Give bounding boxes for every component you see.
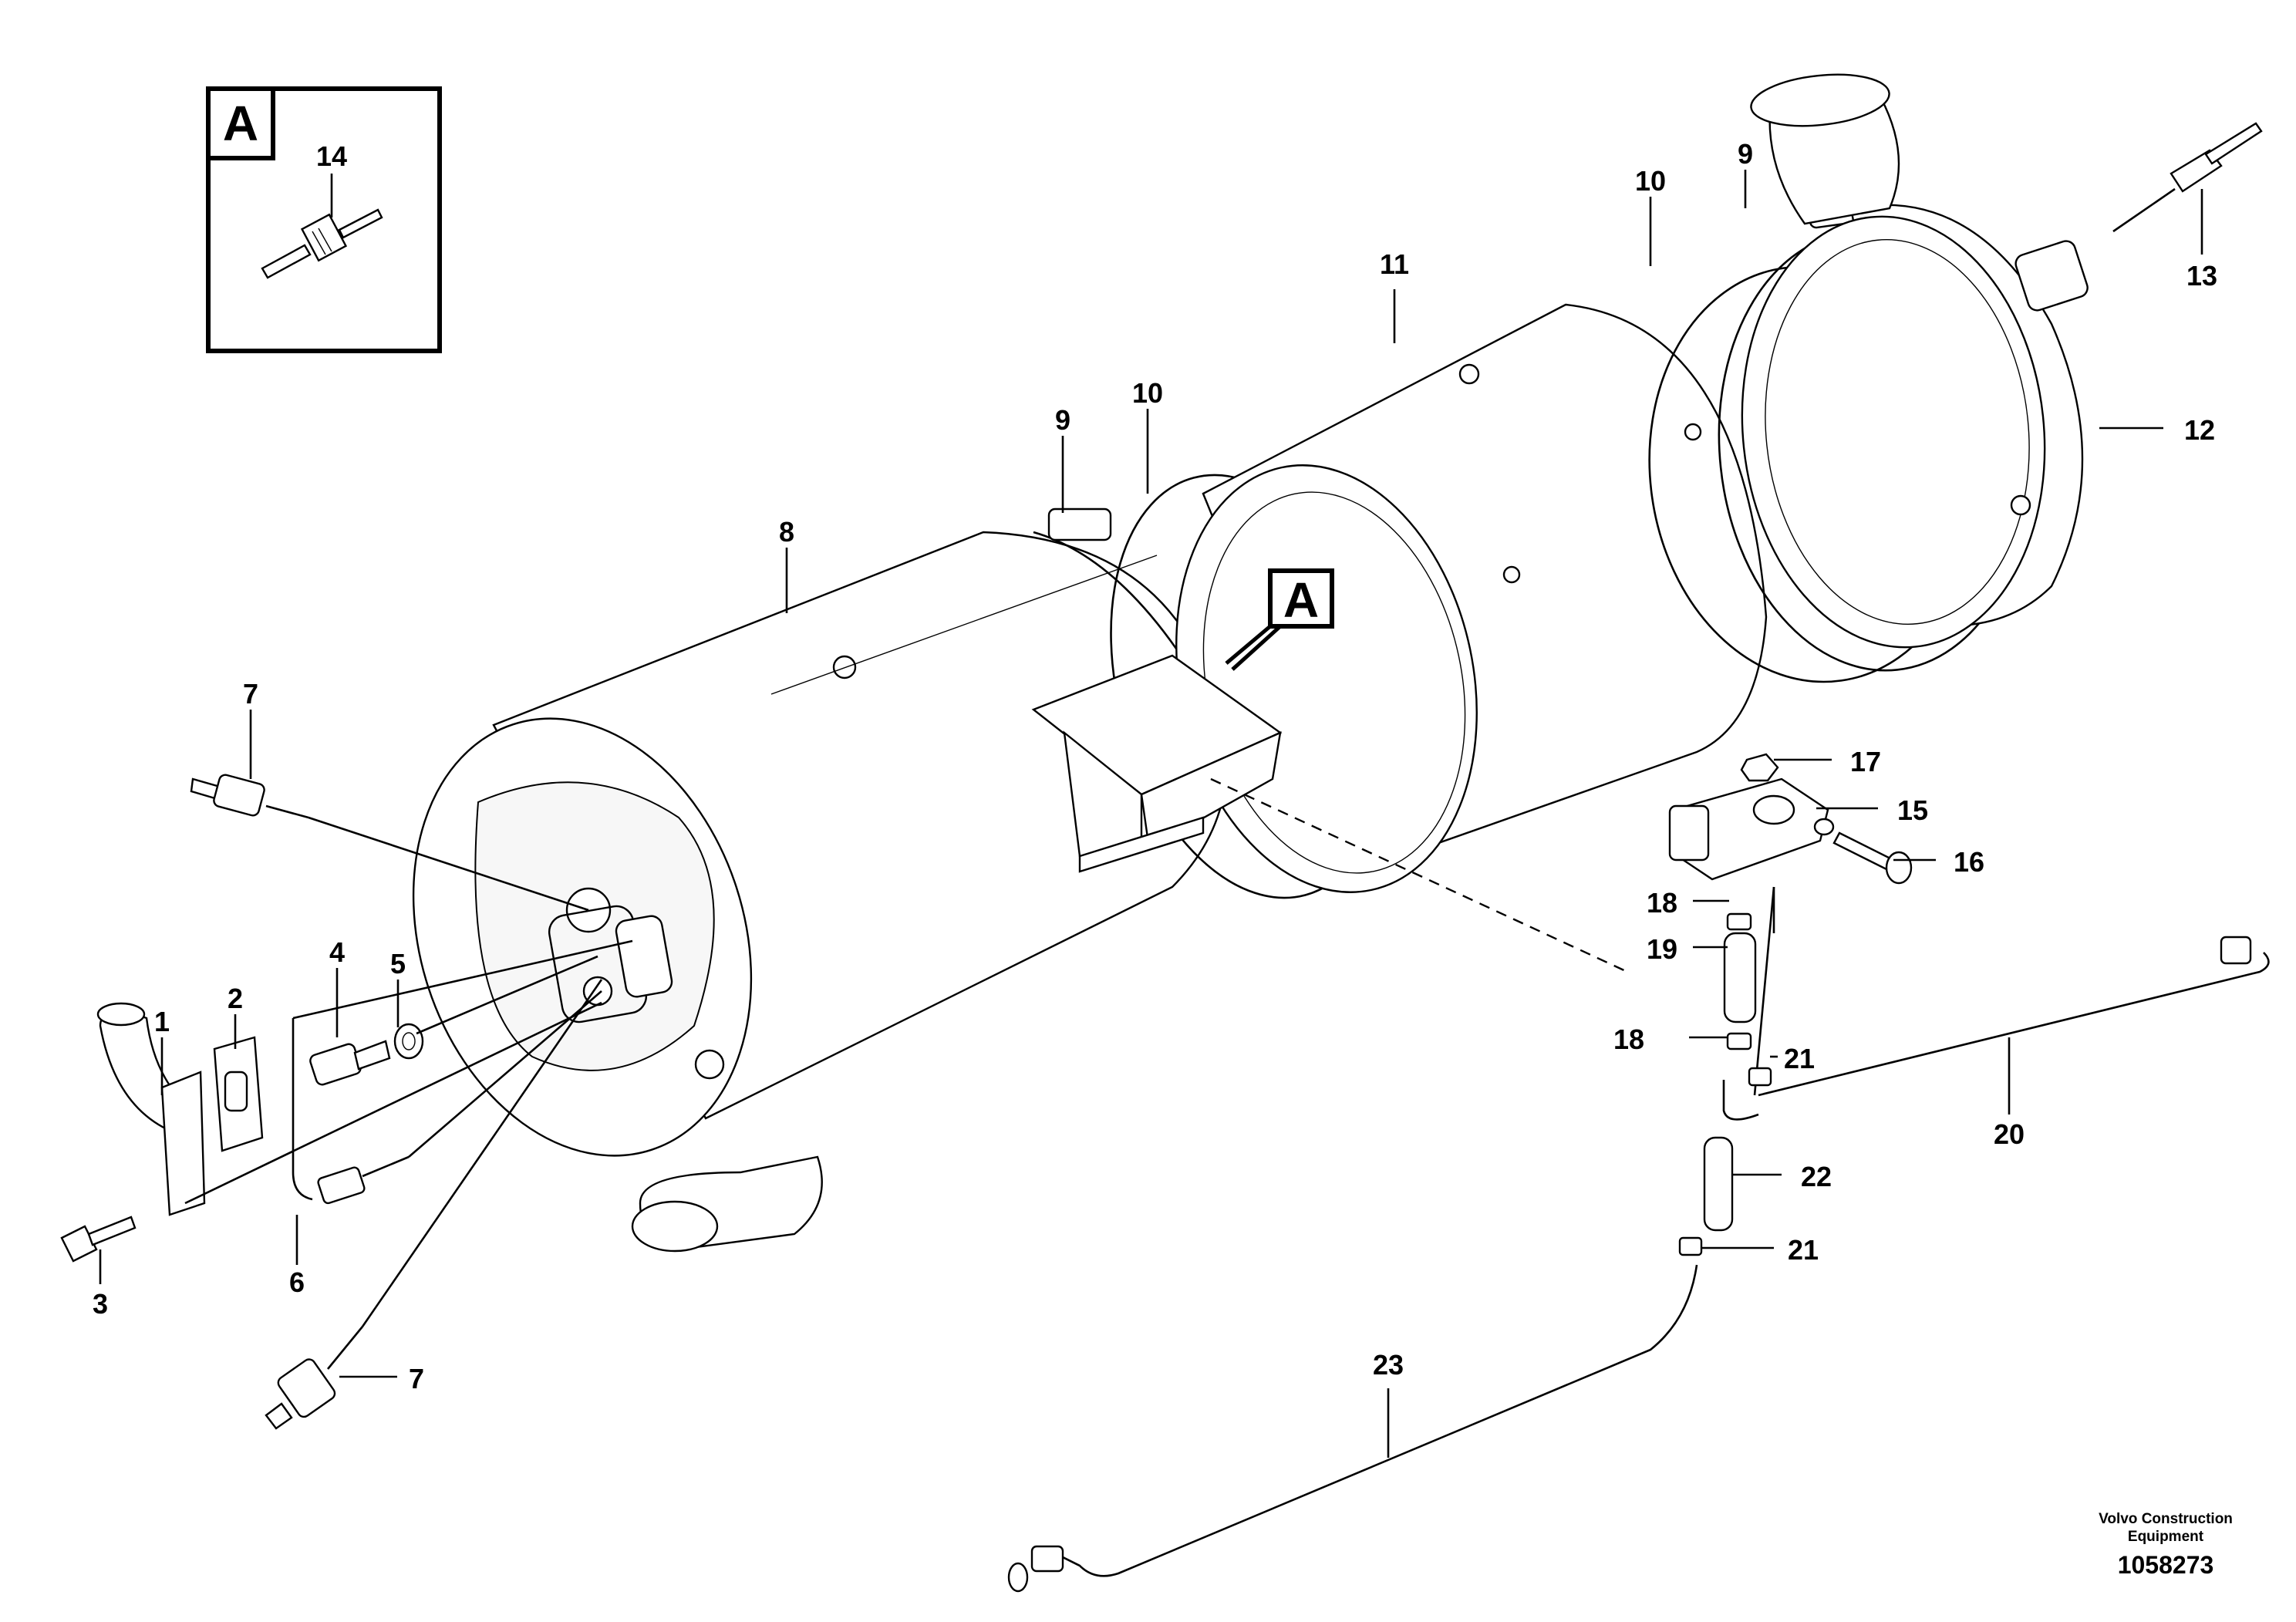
sensor-7-lower [265, 1326, 364, 1430]
hose-clamps-18 [1726, 912, 1752, 1050]
callout-3: 3 [93, 1288, 108, 1320]
callout-7-lower: 7 [409, 1363, 424, 1394]
brand-line-1: Volvo Construction [2099, 1511, 2233, 1527]
callout-18-lower: 18 [1613, 1023, 1644, 1055]
callout-21-lower: 21 [1788, 1234, 1819, 1266]
sensor-7-upper [190, 774, 309, 819]
callout-10-left: 10 [1132, 377, 1163, 409]
callout-leaders [99, 170, 2203, 1458]
mounting-bracket [1031, 654, 1283, 873]
callout-20: 20 [1994, 1118, 2025, 1150]
nut-17 [1740, 753, 1779, 782]
callout-8: 8 [779, 516, 794, 548]
callout-1: 1 [154, 1006, 170, 1037]
tube-23 [1007, 1264, 1698, 1593]
callout-13: 13 [2186, 260, 2217, 292]
callout-9-left: 9 [1055, 404, 1070, 436]
detail-marker-letter: A [1283, 572, 1319, 628]
callout-22: 22 [1801, 1161, 1832, 1192]
callout-23: 23 [1373, 1349, 1404, 1381]
callout-15: 15 [1897, 794, 1928, 826]
pressure-sensor-15 [1668, 777, 1835, 881]
callout-labels: 1 2 3 4 5 6 7 7 8 9 9 10 10 11 12 13 15 … [93, 138, 2217, 1394]
washer-5 [393, 1023, 424, 1060]
callout-18-upper: 18 [1647, 887, 1677, 919]
sensor-6 [292, 1018, 410, 1205]
callout-6: 6 [289, 1266, 305, 1298]
callout-17: 17 [1850, 746, 1881, 777]
callout-4: 4 [329, 936, 345, 968]
end-cone-12 [1741, 73, 2089, 649]
callout-19: 19 [1647, 933, 1677, 965]
plug-4 [309, 1040, 391, 1086]
callout-5: 5 [390, 948, 406, 980]
callout-10-right: 10 [1635, 165, 1666, 197]
tube-20 [1722, 936, 2270, 1121]
detail-view-a: A 14 [206, 86, 442, 353]
footer-block: Volvo Construction Equipment 1058273 [2099, 1511, 2233, 1579]
detail-marker-a: A [1225, 568, 1334, 671]
screw-16 [1832, 831, 1913, 885]
sensor-14-illustration [261, 208, 383, 279]
sensor-13-illustration [2112, 122, 2263, 233]
bolt-3 [60, 1216, 137, 1263]
clamps-21 [1678, 1067, 1772, 1256]
callout-9-right: 9 [1738, 138, 1753, 170]
drawing-number: 1058273 [2118, 1551, 2214, 1579]
callout-21-upper: 21 [1784, 1043, 1815, 1074]
callout-16: 16 [1954, 846, 1984, 878]
callout-2: 2 [228, 983, 243, 1014]
callout-12: 12 [2184, 414, 2215, 446]
elbow-pipe-1 [96, 1002, 206, 1216]
hose-22 [1703, 1136, 1734, 1232]
callout-7-upper: 7 [243, 678, 258, 710]
callout-11: 11 [1380, 248, 1409, 280]
gasket-2 [213, 1036, 264, 1152]
brand-line-2: Equipment [2128, 1529, 2204, 1545]
detail-box-letter: A [223, 96, 258, 151]
hose-19 [1723, 886, 1775, 1096]
callout-14: 14 [316, 140, 347, 172]
